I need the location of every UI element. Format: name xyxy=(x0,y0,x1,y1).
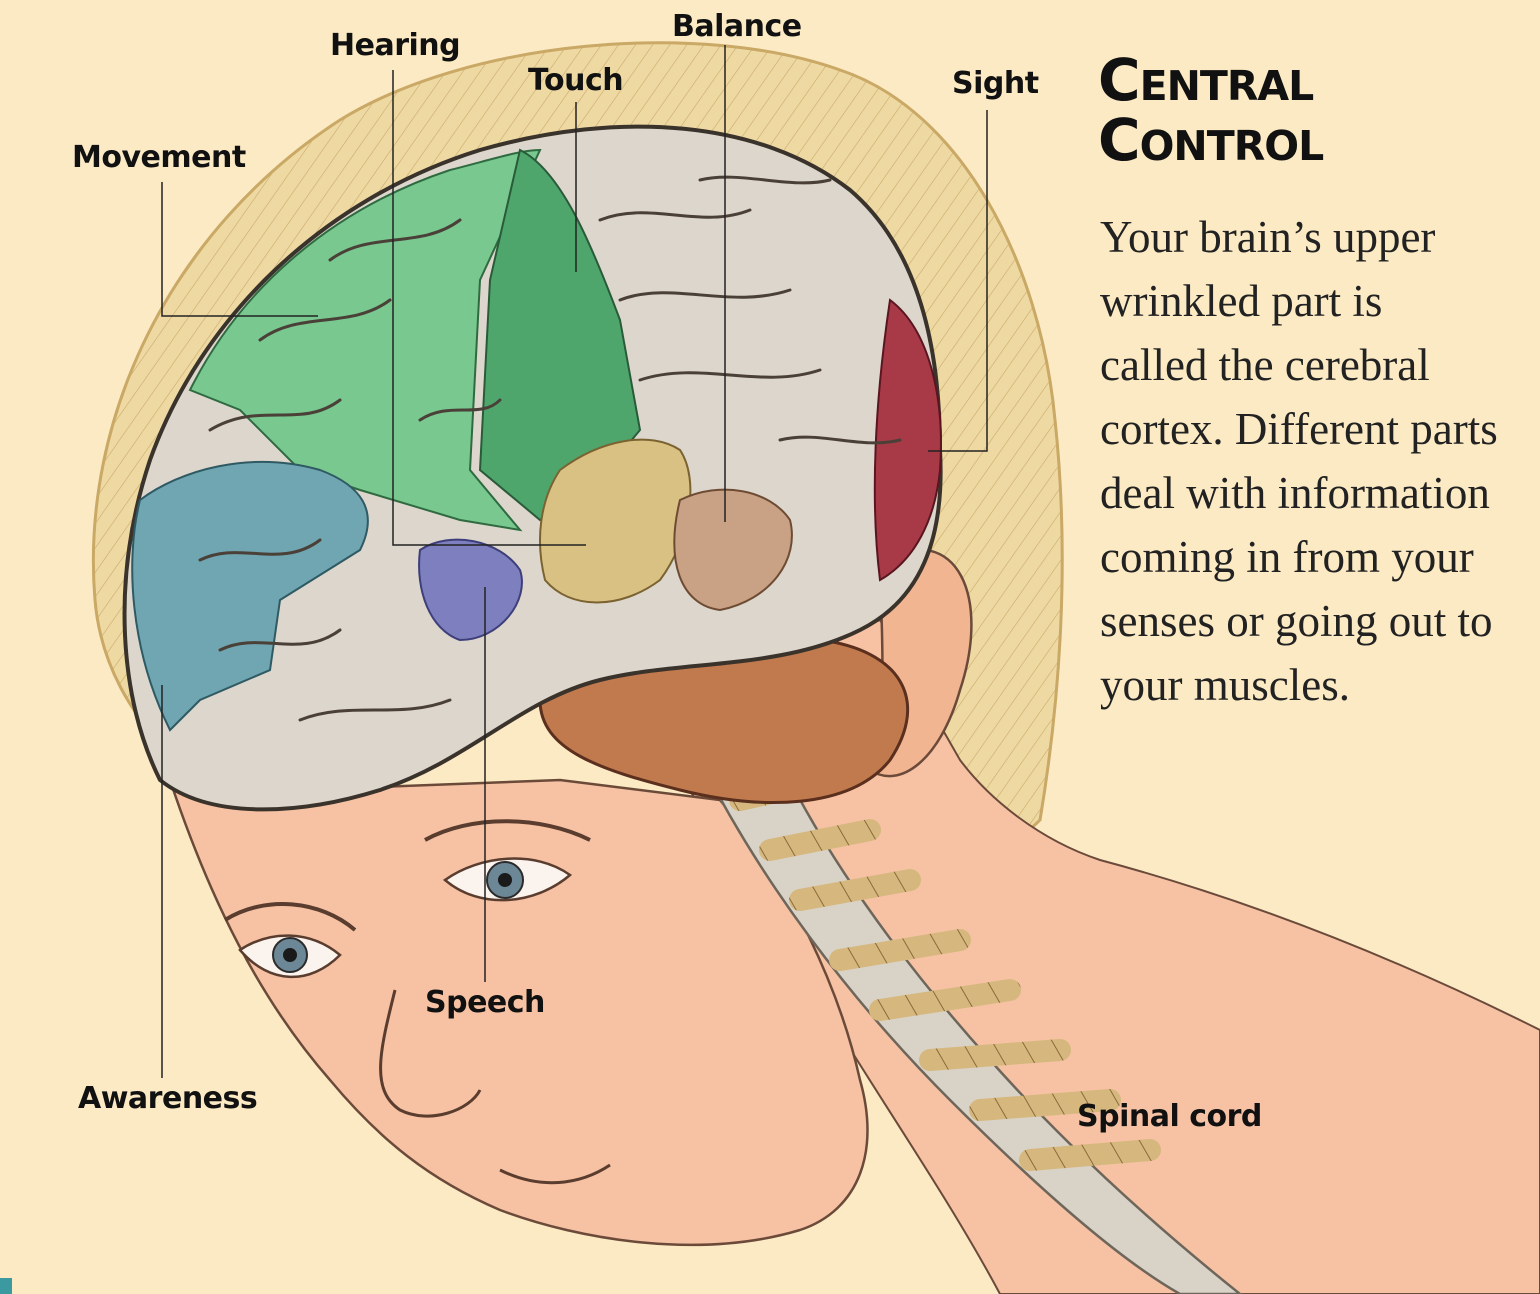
speech-label: Speech xyxy=(425,985,545,1020)
heading-line-1: Central xyxy=(1098,50,1323,110)
spinal-cord-label: Spinal cord xyxy=(1077,1099,1262,1134)
page-corner-marker xyxy=(0,1278,12,1294)
touch-label: Touch xyxy=(528,63,623,98)
hearing-label: Hearing xyxy=(330,28,460,63)
section-heading: Central Control xyxy=(1098,50,1323,170)
body-paragraph: Your brain’s upper wrinkled part is call… xyxy=(1100,205,1500,717)
awareness-label: Awareness xyxy=(78,1081,257,1116)
balance-label: Balance xyxy=(672,9,802,44)
sight-label: Sight xyxy=(952,66,1039,101)
heading-line-2: Control xyxy=(1098,110,1323,170)
movement-label: Movement xyxy=(72,140,246,175)
